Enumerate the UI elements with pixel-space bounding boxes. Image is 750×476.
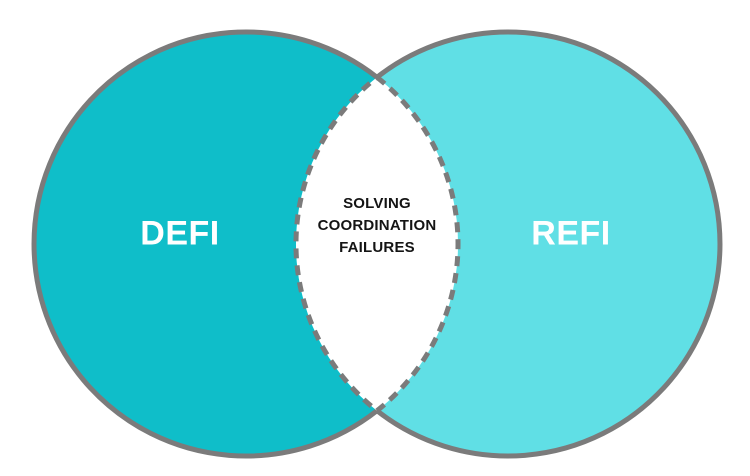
- defi-label: DEFI: [140, 214, 220, 253]
- intersection-label-line-1: SOLVING: [343, 195, 411, 212]
- intersection-label: SOLVING COORDINATION FAILURES: [318, 193, 437, 259]
- defi-circle-outline: [31, 29, 379, 459]
- intersection-label-line-2: COORDINATION: [317, 217, 437, 234]
- intersection-label-line-3: FAILURES: [339, 239, 415, 256]
- refi-circle-outline: [375, 29, 723, 459]
- intersection-lens: [293, 74, 461, 414]
- refi-label: REFI: [531, 214, 611, 253]
